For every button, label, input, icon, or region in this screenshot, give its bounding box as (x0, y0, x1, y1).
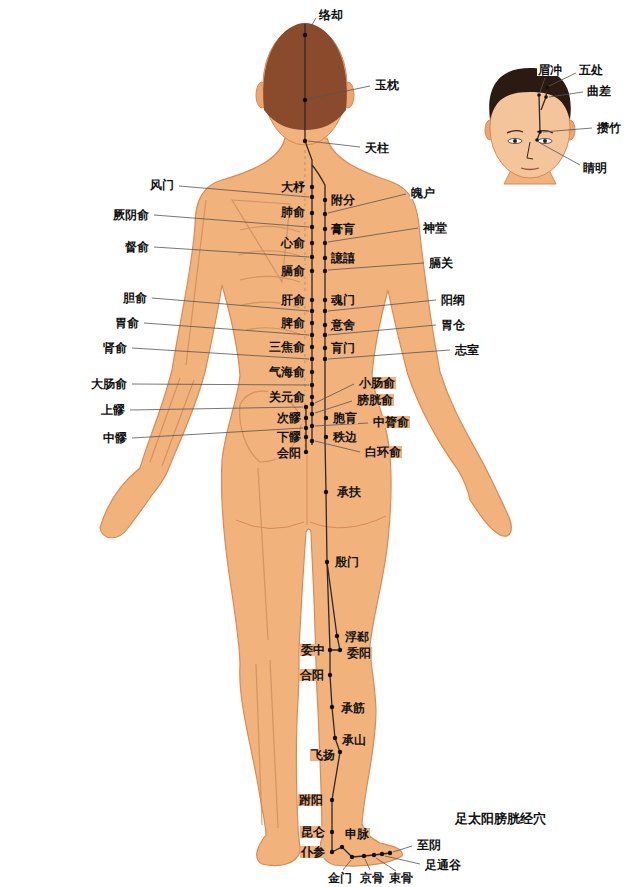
meridian-line (305, 24, 547, 857)
acupoint-label: 承筋 (340, 702, 366, 714)
acupoint-label: 关元俞 (268, 391, 306, 403)
acupoint-label: 京骨 (359, 872, 385, 884)
acupoint-label: 金门 (327, 872, 353, 884)
acupoint-label: 束骨 (388, 872, 414, 884)
acupoint-label: 气海俞 (268, 366, 306, 378)
acupoint-label: 脾俞 (280, 317, 306, 329)
acupoint-label: 殷门 (334, 556, 360, 568)
acupoint-label: 督俞 (124, 241, 150, 253)
acupoint-label: 厥阴俞 (112, 209, 150, 221)
acupoint-label: 浮郄 (344, 631, 370, 643)
acupoint-label: 昆仑 (300, 826, 326, 838)
inset-features (507, 131, 553, 170)
acupoint-label: 足通谷 (424, 859, 462, 871)
acupoint-label: 阳纲 (440, 294, 466, 306)
acupoint-label: 睛明 (582, 162, 608, 174)
acupoint-label: 心俞 (280, 237, 306, 249)
inset-eye (538, 139, 552, 144)
leader-line (130, 18, 592, 871)
body-contour (236, 455, 386, 529)
acupoint-label: 志室 (454, 344, 480, 356)
inset-eye (508, 139, 522, 144)
acupoint-label: 玉枕 (374, 79, 400, 91)
acupoint-label: 附分 (330, 194, 356, 206)
acupoint-label: 天柱 (364, 142, 390, 154)
acupoint-label: 风门 (149, 179, 175, 191)
acupoint-label: 肓门 (330, 342, 356, 354)
acupoint-label: 膀胱俞 (356, 394, 394, 406)
acupoint-label: 膏肓 (330, 223, 356, 235)
acupoint-label: 会阳 (276, 447, 302, 459)
inset-pupil (543, 139, 547, 143)
acupoint-label: 申脉 (344, 828, 370, 840)
acupoint-label: 五处 (578, 64, 604, 76)
acupoint-label: 魂门 (330, 294, 356, 306)
acupoint-label: 胃仓 (440, 319, 466, 331)
acupoint-dot (303, 33, 549, 859)
acupoint-label: 大杼 (280, 181, 306, 193)
acupoint-label: 神堂 (422, 222, 448, 234)
acupoint-label: 曲差 (586, 85, 612, 97)
acupoint-label: 眉冲 (537, 64, 563, 76)
acupoint-label: 小肠俞 (358, 377, 396, 389)
figure-title: 足太阳膀胱经穴 (455, 812, 546, 825)
acupoint-label: 大肠俞 (90, 378, 128, 390)
body-outline (100, 138, 511, 866)
acupoint-label: 魄户 (410, 187, 436, 199)
acupoint-label: 承扶 (336, 486, 362, 498)
acupoint-label: 三焦俞 (268, 341, 306, 353)
acupoint-label: 肾俞 (102, 342, 128, 354)
acupoint-label: 胃俞 (114, 317, 140, 329)
acupoint-label: 委中 (300, 644, 326, 656)
acupoint-label: 承山 (341, 734, 367, 746)
acupoint-label: 膈俞 (280, 265, 306, 277)
acupoint-label: 络却 (318, 9, 344, 21)
acupoint-label: 肺俞 (280, 206, 306, 218)
acupoint-label: 中膂俞 (372, 416, 410, 428)
acupoint-label: 次髎 (276, 412, 302, 424)
acupoint-label: 飞扬 (310, 749, 336, 761)
inset-pupil (513, 139, 517, 143)
acupoint-label: 肝俞 (280, 294, 306, 306)
acupoint-label: 下髎 (276, 431, 302, 443)
acupoint-label: 意舍 (330, 319, 356, 331)
acupoint-label: 胆俞 (122, 292, 148, 304)
acupoint-label: 攒竹 (596, 122, 622, 134)
acupoint-label: 膈关 (428, 257, 454, 269)
acupoint-label: 中髎 (102, 432, 128, 444)
acupoint-label: 胞肓 (332, 412, 358, 424)
acupoint-label: 跗阳 (298, 794, 324, 806)
acupoint-label: 委阳 (346, 647, 372, 659)
acupoint-label: 譩譆 (330, 252, 356, 264)
acupoint-label: 合阳 (299, 669, 325, 681)
acupoint-label: 至阴 (416, 839, 442, 851)
acupoint-label: 仆参 (300, 846, 326, 858)
acupoint-label: 秩边 (332, 431, 358, 443)
acupoint-label: 上髎 (100, 404, 126, 416)
acupoint-label: 白环俞 (364, 446, 402, 458)
